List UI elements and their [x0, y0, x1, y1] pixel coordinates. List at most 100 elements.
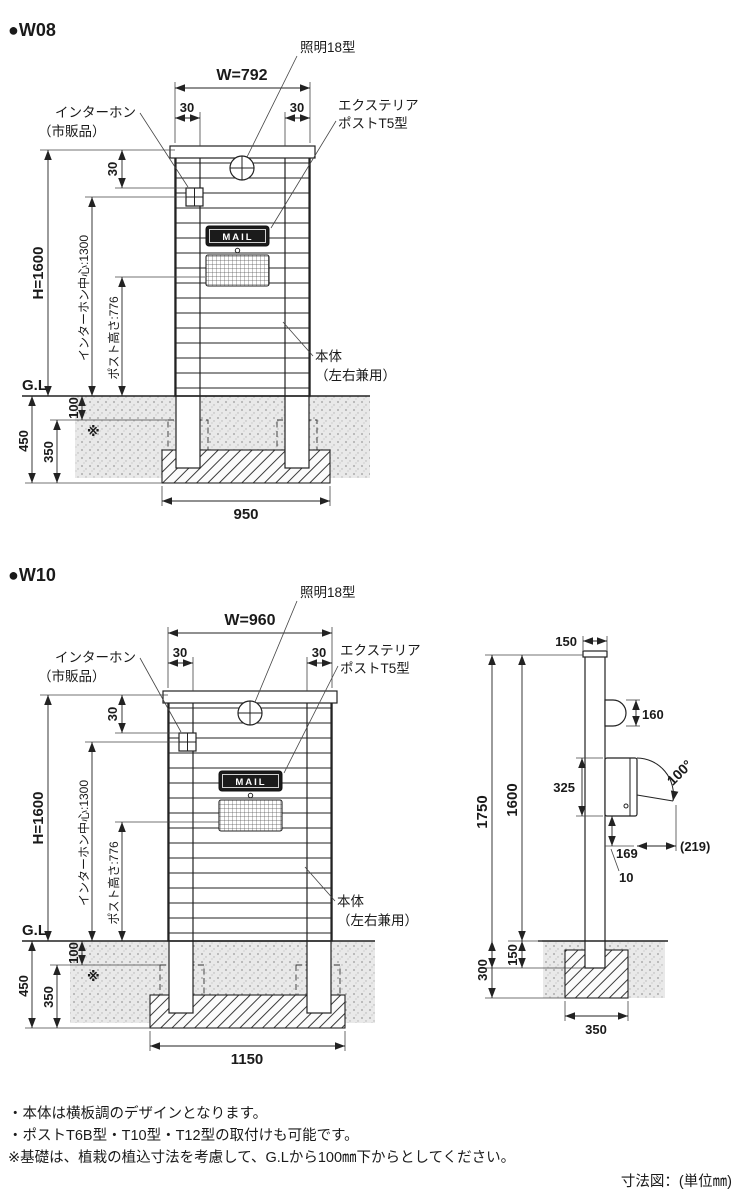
w10-dim-width-label: W=960: [224, 612, 275, 629]
w10-post-label-2: ポストT5型: [340, 661, 410, 676]
w08-dim-footing-depth-label: 350: [41, 441, 56, 463]
w10-dim-footing-width: 1150: [149, 1031, 346, 1068]
w10-body-label-1: 本体: [337, 894, 364, 909]
w08-dim-inset-left-label: 30: [180, 100, 194, 115]
w08-dim-intercom-center: インターホン中心:1300: [76, 196, 186, 396]
w10-gl-label: G.L: [22, 922, 47, 939]
w10-body-label-2: （左右兼用）: [337, 913, 418, 928]
w08-dim-footing-width-label: 950: [233, 506, 258, 523]
side-open-angle-label: 100°: [664, 757, 696, 789]
side-post-cap: [582, 650, 608, 658]
w08-dims-below-ground: 450 350 100 ※: [16, 396, 168, 484]
side-dim-box-height: 325: [553, 757, 603, 817]
w08-light-label: 照明18型: [300, 40, 356, 55]
w08-post-label-2: ポストT5型: [338, 116, 408, 131]
side-dim-clearance: 10: [610, 848, 633, 885]
side-mailbox: [604, 757, 679, 817]
w10-dim-height-label: H=1600: [30, 792, 47, 845]
w08-dim-insets: 30 30: [175, 100, 310, 146]
w10-dim-footing-depth-label: 350: [41, 986, 56, 1008]
w08-dim-footing-width: 950: [161, 486, 331, 523]
footer-notes: ・本体は横板調のデザインとなります。 ・ポストT6B型・T10型・T12型の取付…: [8, 1104, 732, 1190]
w10-intercom-unit: [178, 732, 197, 752]
w10-dims-below-ground: 450 350 100 ※: [16, 941, 160, 1029]
w10-dim-embed-total-label: 450: [16, 975, 31, 997]
side-flap-open-line: [636, 794, 674, 802]
side-dim-total-height-label: 1750: [474, 795, 491, 828]
w08-callout-body: 本体 （左右兼用）: [282, 321, 396, 383]
w08-intercom-label-1: インターホン: [55, 105, 136, 120]
footer-note-1: ・本体は横板調のデザインとなります。: [8, 1104, 267, 1122]
w10-ref-mark: ※: [87, 969, 100, 984]
w10-mail-plate-label: MAIL: [235, 777, 266, 788]
w10-dim-height: H=1600: [30, 695, 52, 941]
w08-dim-height: H=1600: [30, 150, 52, 396]
w08-callout-light: 照明18型: [246, 40, 356, 158]
w10-title: ●W10: [8, 565, 56, 585]
side-dim-total-height: 1750: [474, 654, 585, 969]
w08-intercom-unit: [185, 187, 204, 207]
w10-dim-post-height: ポスト高さ:776: [106, 821, 219, 941]
w10-callout-intercom: インターホン （市販品）: [38, 650, 182, 733]
side-dim-lower-box: 169: [605, 816, 638, 861]
w10-light-label: 照明18型: [300, 585, 356, 600]
w08-body-label-1: 本体: [315, 349, 342, 364]
w08-dim-inset-right-label: 30: [290, 100, 304, 115]
side-dim-open-reach: (219): [637, 805, 710, 854]
w08-dim-top-offset: 30: [40, 149, 186, 189]
w10-light-fixture: [237, 700, 263, 726]
w08-dim-top-offset-label: 30: [105, 162, 120, 176]
side-dim-post-depth-label: 150: [555, 634, 577, 649]
w10-intercom-label-2: （市販品）: [38, 668, 106, 684]
w08-post-label-1: エクステリア: [338, 98, 419, 113]
w08-dim-cover-depth-label: 100: [66, 397, 81, 419]
w10-dim-cover-depth-label: 100: [66, 942, 81, 964]
side-dim-embed-total-label: 300: [475, 959, 490, 981]
side-dim-light-height: 160: [626, 699, 664, 727]
w10-panel-boards: [168, 707, 332, 934]
w10-callout-body: 本体 （左右兼用）: [304, 866, 418, 928]
w08-dim-intercom-center-label: インターホン中心:1300: [76, 235, 91, 361]
footer-note-3: ※基礎は、植栽の植込寸法を考慮して、G.Lから100㎜下からとしてください。: [8, 1149, 515, 1166]
side-flap-open-arc: [636, 757, 679, 802]
side-dim-above-gl: 1600: [504, 655, 542, 942]
side-dim-above-gl-label: 1600: [504, 783, 521, 816]
side-dim-light-height-label: 160: [642, 707, 664, 722]
w08-gl-label: G.L: [22, 377, 47, 394]
side-dim-embed-total: 300: [475, 941, 565, 999]
w10-mailbox: MAIL: [218, 770, 283, 832]
side-dim-box-height-label: 325: [553, 780, 575, 795]
w08-light-fixture: [229, 155, 255, 181]
w08-dim-post-height: ポスト高さ:776: [106, 276, 205, 396]
w10-post-label-1: エクステリア: [340, 643, 421, 658]
w08-dim-width: W=792: [174, 67, 311, 143]
w10-callout-post: エクステリア ポストT5型: [283, 643, 421, 774]
w10-dim-footing-width-label: 1150: [231, 1051, 264, 1068]
w08-body-label-2: （左右兼用）: [315, 368, 396, 383]
w10-dim-insets: 30 30: [168, 645, 332, 691]
w10-dim-top-offset: 30: [40, 694, 179, 734]
w10-dim-inset-left-label: 30: [173, 645, 187, 660]
side-dim-footing-width: 350: [564, 1001, 629, 1037]
w10-dim-width: W=960: [167, 612, 333, 688]
w08-dim-post-height-label: ポスト高さ:776: [106, 296, 121, 380]
w08-panel: [169, 145, 316, 397]
w08-dim-embed-total-label: 450: [16, 430, 31, 452]
w08-mail-plate-label: MAIL: [222, 232, 253, 243]
side-dim-clearance-label: 10: [619, 870, 633, 885]
w08-callout-intercom: インターホン （市販品）: [38, 105, 189, 188]
w10-dim-post-height-label: ポスト高さ:776: [106, 841, 121, 925]
w10-dim-intercom-center-label: インターホン中心:1300: [76, 780, 91, 906]
w08-mailbox: MAIL: [205, 225, 270, 287]
w08-ref-mark: ※: [87, 424, 100, 439]
footer-note-2: ・ポストT6B型・T10型・T12型の取付けも可能です。: [8, 1127, 359, 1144]
w10-dim-top-offset-label: 30: [105, 707, 120, 721]
side-dim-open-reach-label: (219): [680, 839, 710, 854]
w08-title: ●W08: [8, 20, 56, 40]
side-dim-post-embed-label: 150: [505, 944, 520, 966]
w08-callout-post: エクステリア ポストT5型: [270, 98, 419, 229]
w10-intercom-label-1: インターホン: [55, 650, 136, 665]
w08-intercom-label-2: （市販品）: [38, 123, 106, 139]
